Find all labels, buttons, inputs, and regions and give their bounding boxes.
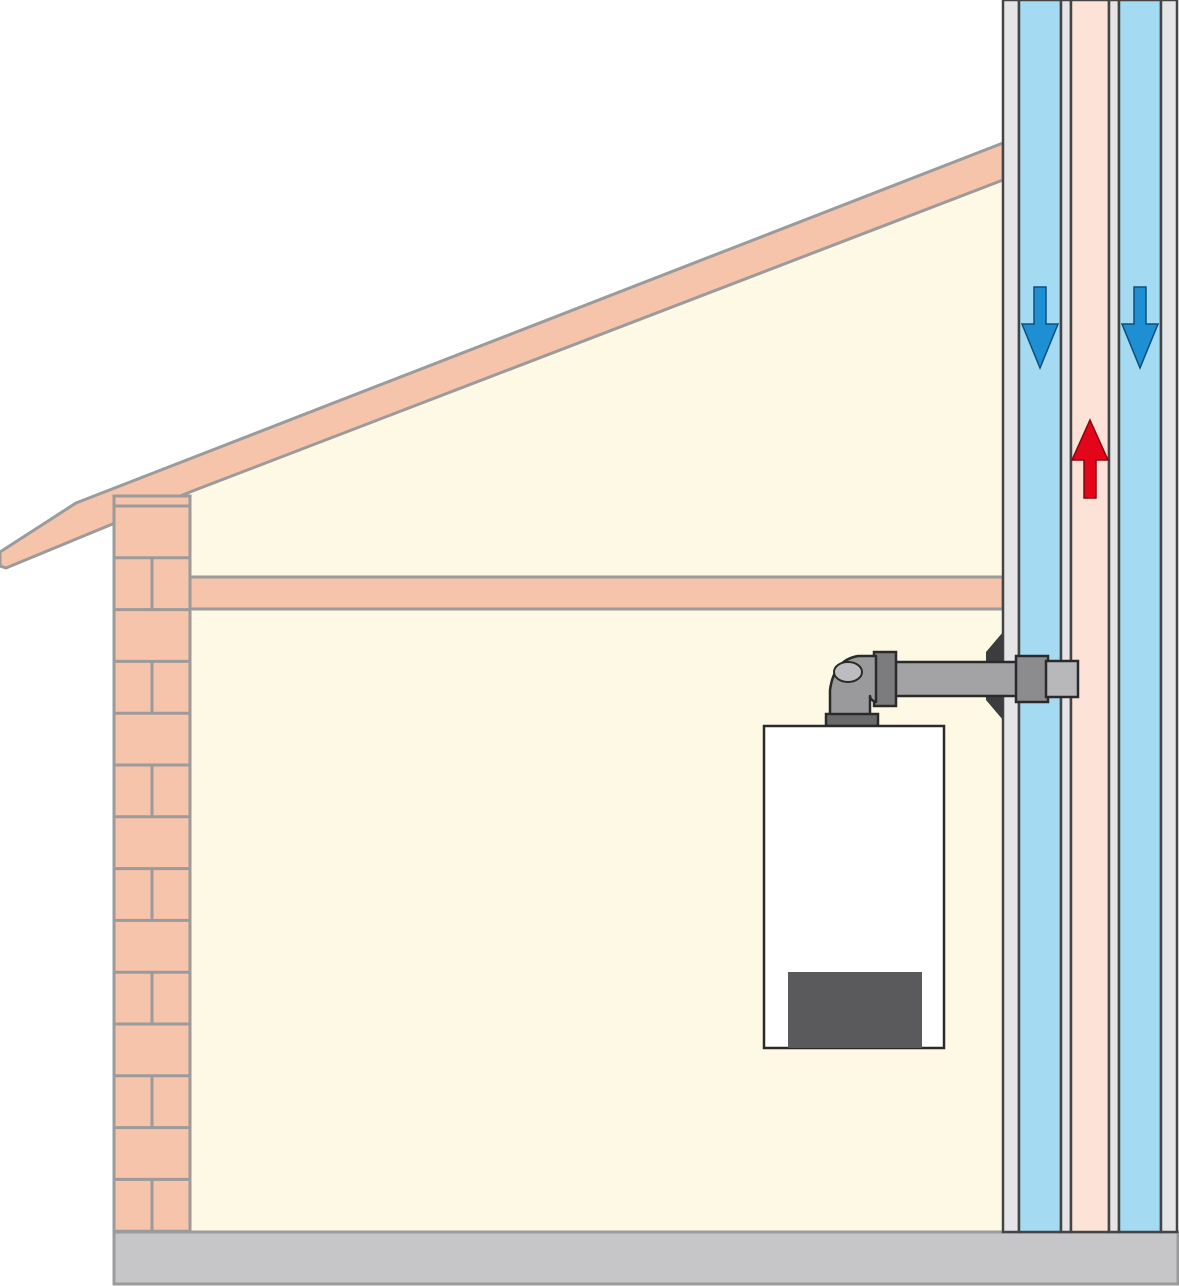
air-duct-right: [1117, 0, 1163, 1234]
flue-duct: [1069, 0, 1111, 1234]
air-duct-left: [1017, 0, 1063, 1234]
arrow-down-icon: [1020, 286, 1060, 370]
brick-wall: [112, 494, 192, 1234]
roof-slab: [0, 141, 1005, 570]
boiler: [762, 724, 946, 1050]
ceiling-beam: [188, 575, 1005, 611]
duct-casing-left: [1001, 0, 1021, 1234]
pipe-collar: [1014, 654, 1050, 704]
duct-shaft: [1001, 0, 1179, 1234]
elbow-cap: [833, 661, 863, 683]
pipe-terminal: [1044, 659, 1080, 699]
boiler-control-panel: [788, 972, 922, 1048]
flue-gap-right: [1107, 0, 1121, 1234]
horizontal-flue-pipe: [888, 660, 1022, 698]
brick-joints: [114, 504, 190, 1233]
duct-casing-right: [1159, 0, 1179, 1234]
arrow-down-icon: [1120, 286, 1160, 370]
floor-slab: [112, 1230, 1179, 1286]
boiler-flue-adapter: [824, 712, 880, 728]
pipe-clamp-1: [872, 650, 898, 708]
flue-gap-left: [1059, 0, 1073, 1234]
arrow-up-icon: [1070, 418, 1110, 499]
